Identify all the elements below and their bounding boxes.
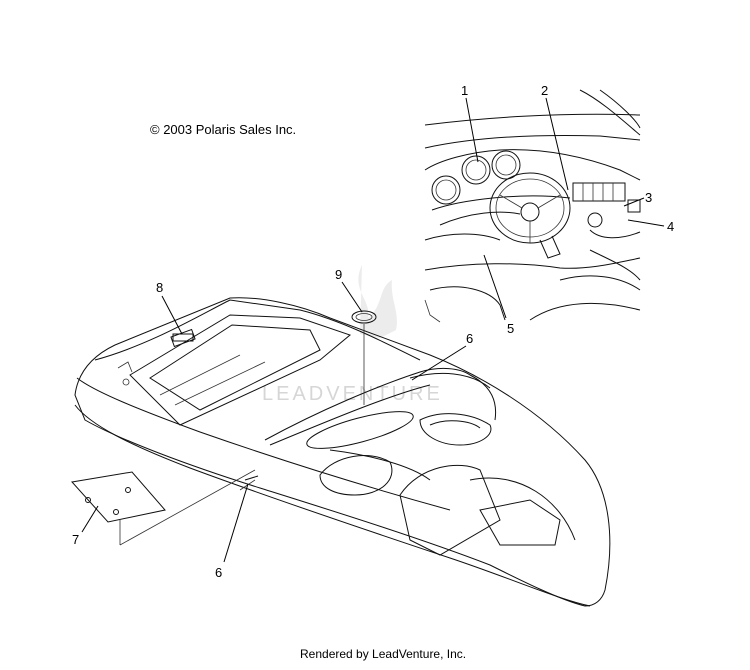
watermark-text: LEADVENTURE — [262, 383, 443, 405]
callout-9: 9 — [335, 267, 342, 282]
callout-7: 7 — [72, 532, 79, 547]
callout-8: 8 — [156, 280, 163, 295]
dashboard-inset — [424, 89, 665, 323]
boat-drawing — [71, 281, 611, 607]
callout-5: 5 — [507, 321, 514, 336]
watermark: LEADVENTURE — [262, 265, 443, 405]
copyright-text: © 2003 Polaris Sales Inc. — [150, 122, 297, 137]
callout-labels: 1 2 3 4 5 6 6 7 8 9 — [72, 83, 674, 580]
callout-1: 1 — [461, 83, 468, 98]
callout-6-side: 6 — [215, 565, 222, 580]
callout-4: 4 — [667, 219, 674, 234]
callout-2: 2 — [541, 83, 548, 98]
callout-6-top: 6 — [466, 331, 473, 346]
callout-3: 3 — [645, 190, 652, 205]
footer-credit: Rendered by LeadVenture, Inc. — [300, 647, 467, 661]
